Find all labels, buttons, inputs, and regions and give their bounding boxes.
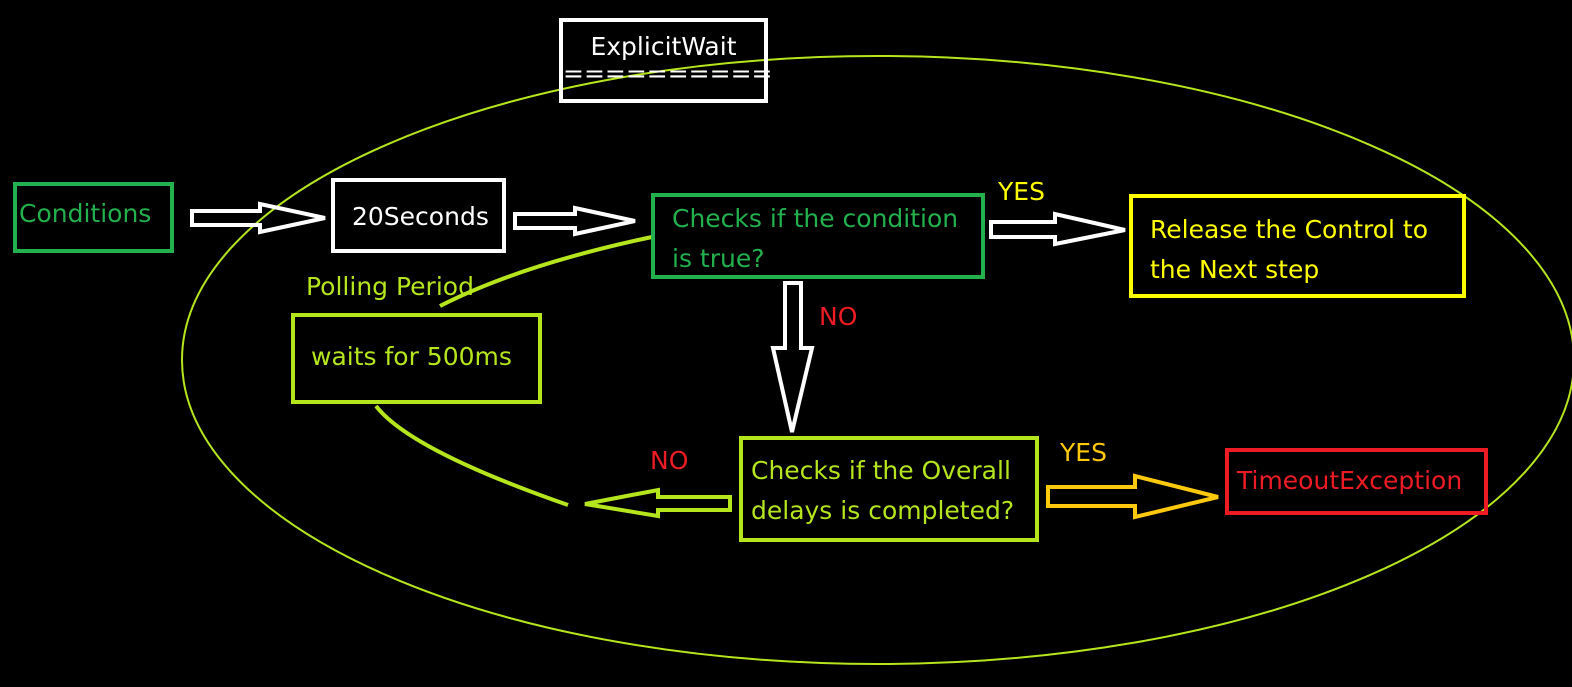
timeout-box: TimeoutException: [1225, 448, 1488, 515]
seconds-box: 20Seconds: [331, 178, 506, 253]
no-down-label: NO: [819, 302, 858, 331]
polling-period-label: Polling Period: [306, 272, 474, 301]
waits-label: waits for 500ms: [311, 342, 512, 371]
check-condition-box: Checks if the condition is true?: [651, 193, 985, 279]
conditions-box: Conditions: [13, 182, 174, 253]
arrow-no-left: [584, 487, 732, 519]
no-left-label: NO: [650, 446, 689, 475]
arrow-yes-to-release: [989, 211, 1126, 247]
arrow-conditions-to-seconds: [190, 201, 326, 235]
polling-curve-bottom: [374, 404, 569, 507]
title-text: ExplicitWait: [590, 32, 737, 61]
release-box: Release the Control to the Next step: [1129, 194, 1466, 298]
check-overall-box: Checks if the Overall delays is complete…: [739, 436, 1039, 542]
check-condition-line2: is true?: [672, 244, 765, 273]
arrow-yes-to-timeout: [1046, 473, 1219, 520]
check-overall-line2: delays is completed?: [751, 496, 1015, 525]
yes-top-label: YES: [998, 177, 1045, 206]
waits-box: waits for 500ms: [291, 313, 542, 404]
arrow-seconds-to-check: [513, 205, 636, 237]
check-overall-line1: Checks if the Overall: [751, 456, 1011, 485]
release-line2: the Next step: [1150, 255, 1320, 284]
title-underline: ==========: [563, 59, 773, 88]
yes-bottom-label: YES: [1060, 438, 1107, 467]
seconds-label: 20Seconds: [352, 202, 489, 231]
release-line1: Release the Control to: [1150, 215, 1429, 244]
timeout-label: TimeoutException: [1237, 466, 1463, 495]
check-condition-line1: Checks if the condition: [672, 204, 959, 233]
conditions-label: Conditions: [19, 199, 152, 228]
arrow-no-down: [770, 281, 815, 433]
loop-ellipse: [181, 55, 1572, 665]
title-box: ExplicitWait ==========: [559, 18, 773, 103]
polling-curve-top: [439, 235, 653, 308]
